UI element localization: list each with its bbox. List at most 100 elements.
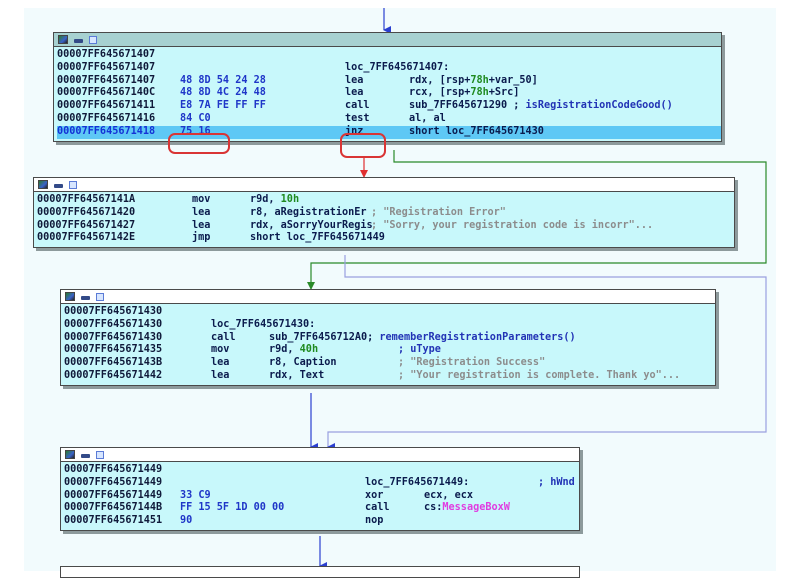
operands: rdx, aSorryYourRegis (250, 219, 373, 231)
asm-line[interactable]: 00007FF645671449 (64, 464, 579, 477)
block-header (54, 33, 721, 47)
operands: sub_7FF6456712A0; rememberRegistrationPa… (269, 331, 576, 343)
mnemonic: call (365, 502, 390, 514)
opcode-bytes: 90 (180, 515, 193, 527)
string-comment: ; "Registration Error" (371, 206, 506, 218)
opcode-bytes: E8 7A FE FF FF (180, 100, 266, 112)
graph-color-icon[interactable] (65, 450, 75, 459)
address: 00007FF645671411 (57, 100, 156, 112)
asm-line-selected[interactable]: 00007FF645671418 75 16 jnz short loc_7FF645… (57, 125, 721, 139)
string-comment: ; "Registration Success" (398, 357, 546, 369)
address: 00007FF64567143B (64, 357, 163, 369)
basic-block-loc-7ff645671449[interactable]: 00007FF645671449 00007FF645671449 loc_7FF… (60, 447, 580, 531)
operands: rcx, [rsp+78h+Src] (409, 87, 520, 99)
mnemonic: lea (192, 206, 211, 218)
listing-icon[interactable] (96, 292, 104, 301)
opcode-bytes: 48 8D 4C 24 48 (180, 87, 266, 99)
address: 00007FF645671407 (57, 61, 156, 73)
mnemonic: test (345, 112, 370, 124)
listing-icon[interactable] (96, 450, 104, 459)
asm-line[interactable]: 00007FF645671407 loc_7FF645671407: (57, 62, 721, 75)
operands: sub_7FF645671290 ; isRegistrationCodeGoo… (409, 100, 673, 112)
asm-line[interactable]: 00007FF64567142E jmp short loc_7FF64567144… (37, 232, 734, 245)
address: 00007FF645671420 (37, 206, 136, 218)
asm-view-icon[interactable] (74, 38, 83, 43)
address: 00007FF64567142E (37, 232, 136, 244)
asm-line[interactable]: 00007FF645671430 (64, 306, 715, 319)
code-label[interactable]: loc_7FF645671449: (365, 476, 470, 488)
block-header (34, 178, 734, 192)
address: 00007FF645671442 (64, 369, 163, 381)
code-label[interactable]: loc_7FF645671430: (211, 318, 316, 330)
mnemonic: jmp (192, 232, 211, 244)
mnemonic: mov (192, 194, 211, 205)
graph-color-icon[interactable] (38, 180, 48, 189)
block-header (61, 448, 579, 462)
mnemonic: call (211, 331, 236, 343)
address: 00007FF645671407 (57, 49, 156, 60)
asm-line[interactable]: 00007FF645671430 call sub_7FF6456712A0; re… (64, 332, 715, 345)
address: 00007FF645671451 (64, 515, 163, 527)
address: 00007FF645671435 (64, 344, 163, 356)
mnemonic: lea (345, 74, 364, 86)
listing-icon[interactable] (69, 180, 77, 189)
asm-line[interactable]: 00007FF645671407 (57, 49, 721, 62)
mnemonic: call (345, 100, 370, 112)
opcode-bytes: 75 16 (180, 125, 211, 137)
jump-target[interactable]: short loc_7FF645671430 (409, 125, 544, 137)
address: 00007FF64567141A (37, 194, 136, 205)
address: 00007FF645671407 (57, 74, 156, 86)
operands: rdx, [rsp+78h+var_50] (409, 74, 538, 86)
address: 00007FF645671449 (64, 464, 163, 475)
annotation-circle-bytes (168, 133, 230, 154)
annotation-circle-jnz (340, 133, 386, 158)
code-label[interactable]: loc_7FF645671407: (345, 61, 450, 73)
asm-line[interactable]: 00007FF64567141A mov r9d, 10h (37, 194, 734, 207)
string-comment: ; "Your registration is complete. Thank … (398, 369, 681, 381)
asm-line[interactable]: 00007FF645671411 E8 7A FE FF FF call sub_7F… (57, 100, 721, 113)
asm-line[interactable]: 00007FF645671442 lea rdx, Text ; "Your regi… (64, 370, 715, 383)
mnemonic: jnz (345, 125, 364, 137)
address: 00007FF645671418 (57, 125, 156, 137)
graph-color-icon[interactable] (65, 292, 75, 301)
graph-color-icon[interactable] (58, 35, 68, 44)
operands: al, al (409, 112, 446, 124)
address: 00007FF645671449 (64, 476, 163, 488)
basic-block-loc-7ff645671407[interactable]: 00007FF645671407 00007FF645671407 loc_7FF… (53, 32, 722, 142)
basic-block-next[interactable] (60, 566, 580, 578)
operands: cs:MessageBoxW (424, 502, 510, 514)
opcode-bytes: 84 C0 (180, 112, 211, 124)
basic-block-registration-error[interactable]: 00007FF64567141A mov r9d, 10h 00007FF64567… (33, 177, 735, 249)
opcode-bytes: 33 C9 (180, 489, 211, 501)
asm-line[interactable]: 00007FF645671416 84 C0 test al, al (57, 113, 721, 126)
asm-view-icon[interactable] (54, 183, 63, 188)
address: 00007FF645671416 (57, 112, 156, 124)
jump-target[interactable]: short loc_7FF645671449 (250, 232, 385, 244)
asm-view-icon[interactable] (81, 453, 90, 458)
mnemonic: nop (365, 515, 384, 527)
asm-view-icon[interactable] (81, 295, 90, 300)
mnemonic: xor (365, 489, 384, 501)
operands: ecx, ecx (424, 489, 474, 501)
asm-line[interactable]: 00007FF645671451 90 nop (64, 515, 579, 528)
asm-line[interactable]: 00007FF645671430 loc_7FF645671430: (64, 319, 715, 332)
address: 00007FF645671430 (64, 331, 163, 343)
listing-icon[interactable] (89, 35, 97, 44)
string-comment: ; "Sorry, your registration code is inco… (371, 219, 654, 231)
mnemonic: lea (211, 369, 230, 381)
mnemonic: mov (211, 344, 230, 356)
operands: rdx, Text (269, 369, 325, 381)
address: 00007FF645671430 (64, 318, 163, 330)
operands: r9d, 10h (250, 194, 300, 205)
block-header (61, 290, 715, 304)
